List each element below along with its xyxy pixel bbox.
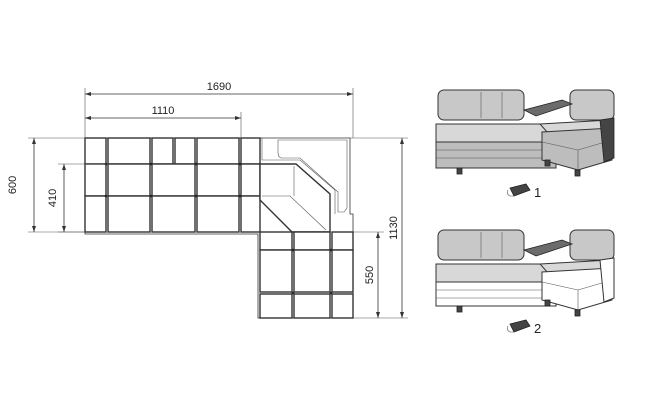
sofa-variant-1 (435, 89, 615, 177)
dim-total-width: 1690 (207, 81, 231, 93)
variant-1-number: 1 (534, 185, 541, 200)
variant-2-label: 2 (507, 319, 541, 336)
variant-2-number: 2 (534, 321, 541, 336)
plan-cushions-vertical (259, 231, 354, 319)
fabric-swatch-icon (509, 319, 531, 333)
dim-left-depth: 600 (7, 176, 19, 194)
sofa-plan-top-view (84, 137, 354, 319)
fabric-swatch-icon (509, 183, 531, 197)
dimension-lines: 1690 1110 600 410 1130 550 (7, 81, 408, 319)
dim-total-depth: 1130 (388, 216, 400, 240)
dim-seat-depth: 410 (47, 189, 59, 207)
dim-inner-width: 1110 (152, 105, 175, 117)
plan-tufts (104, 162, 333, 295)
variant-1-label: 1 (507, 183, 541, 200)
sofa-variant-2 (435, 229, 615, 317)
plan-corner-wedge (259, 163, 331, 233)
plan-cushions-horizontal (84, 137, 261, 233)
dim-corner-width: 550 (364, 266, 376, 284)
